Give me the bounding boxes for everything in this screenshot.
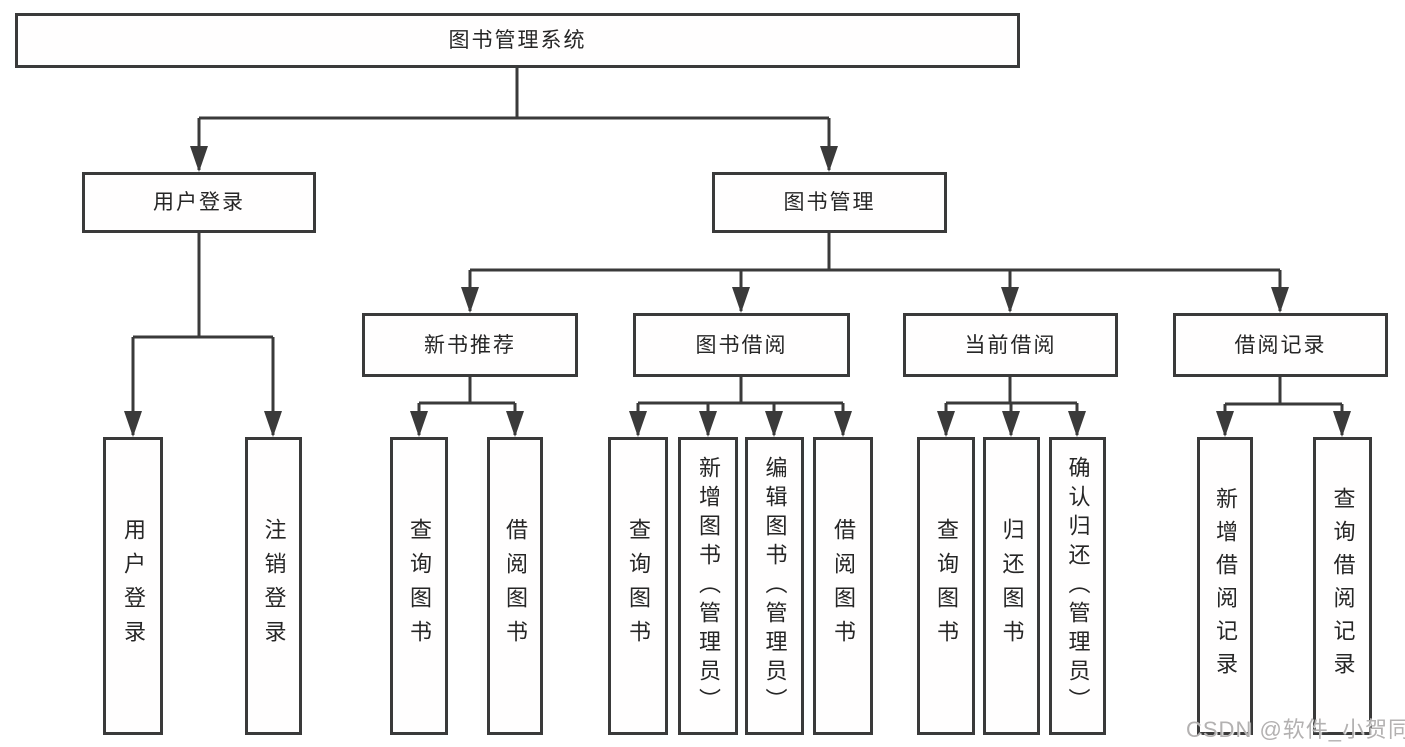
arrowhead-icon — [410, 411, 428, 437]
leaf-current-return-books: 归还图书 — [983, 437, 1040, 735]
leaf-borrow-add-books-admin: 新增图书（管理员） — [678, 437, 738, 735]
leaf-borrow-borrow-books: 借阅图书 — [813, 437, 873, 735]
leaf-current-query-books: 查询图书 — [917, 437, 975, 735]
arrowhead-icon — [1216, 411, 1234, 437]
leaf-user-login: 用户登录 — [103, 437, 163, 735]
leaf-current-confirm-return-admin: 确认归还（管理员） — [1049, 437, 1106, 735]
node-current-borrowing: 当前借阅 — [903, 313, 1118, 377]
arrowhead-icon — [765, 411, 783, 437]
arrowhead-icon — [190, 146, 208, 172]
arrowhead-icon — [699, 411, 717, 437]
arrowhead-icon — [461, 287, 479, 313]
leaf-records-query-borrow-record: 查询借阅记录 — [1313, 437, 1372, 735]
arrowhead-icon — [506, 411, 524, 437]
node-book-borrowing: 图书借阅 — [633, 313, 850, 377]
arrowhead-icon — [124, 411, 142, 437]
arrowhead-icon — [1002, 411, 1020, 437]
arrowhead-icon — [820, 146, 838, 172]
arrowhead-icon — [1333, 411, 1351, 437]
arrowhead-icon — [264, 411, 282, 437]
node-book-management: 图书管理 — [712, 172, 947, 233]
arrowhead-icon — [937, 411, 955, 437]
watermark: CSDN @软件_小贺同学 — [1186, 717, 1405, 742]
leaf-newbook-borrow-books: 借阅图书 — [487, 437, 543, 735]
leaf-borrow-edit-books-admin: 编辑图书（管理员） — [745, 437, 804, 735]
arrowhead-icon — [834, 411, 852, 437]
arrowhead-icon — [1271, 287, 1289, 313]
arrowhead-icon — [1068, 411, 1086, 437]
arrowhead-icon — [732, 287, 750, 313]
node-new-book-recommendation: 新书推荐 — [362, 313, 578, 377]
leaf-borrow-query-books: 查询图书 — [608, 437, 668, 735]
leaf-logout-login: 注销登录 — [245, 437, 302, 735]
node-root: 图书管理系统 — [15, 13, 1020, 68]
node-user-login: 用户登录 — [82, 172, 316, 233]
arrowhead-icon — [1001, 287, 1019, 313]
arrowhead-icon — [629, 411, 647, 437]
node-borrowing-records: 借阅记录 — [1173, 313, 1388, 377]
leaf-records-add-borrow-record: 新增借阅记录 — [1197, 437, 1253, 735]
leaf-newbook-query-books: 查询图书 — [390, 437, 448, 735]
